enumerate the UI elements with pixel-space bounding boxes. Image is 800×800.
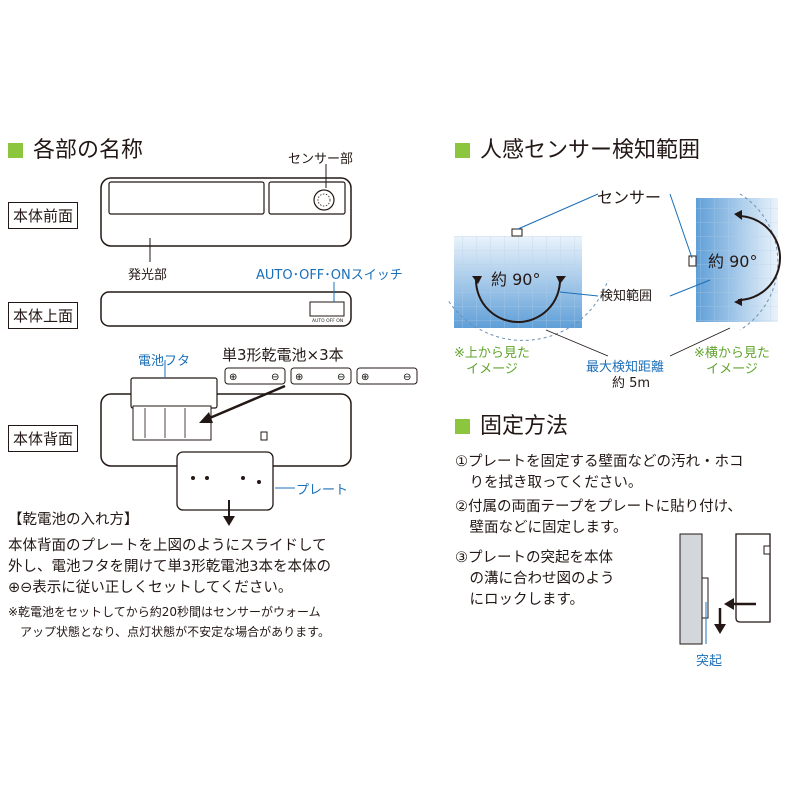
svg-text:AUTO OFF ON: AUTO OFF ON xyxy=(312,318,343,324)
svg-text:⊕: ⊕ xyxy=(295,372,303,383)
svg-text:⊕: ⊕ xyxy=(229,372,237,383)
battery-3: ⊕⊖ xyxy=(356,367,418,385)
light-pointer-line xyxy=(149,238,151,262)
battery-cover-label: 電池フタ xyxy=(138,354,191,369)
battery-notes: ※乾電池をセットしてから約20秒間はセンサーがウォーム アップ状態となり、点灯状… xyxy=(8,602,330,642)
protrusion-label: 突起 xyxy=(696,654,723,669)
top-view-drawing: AUTO OFF ON xyxy=(100,291,352,327)
battery-note: ※乾電池をセットしてから約20秒間はセンサーがウォーム xyxy=(8,605,321,619)
plate-label: プレート xyxy=(296,483,349,498)
battery-note: アップ状態となり、点灯状態が不安定な場合があります。 xyxy=(8,625,330,639)
batteries-label: 単3形乾電池×3本 xyxy=(222,346,344,364)
battery-heading: 【乾電池の入れ方】 xyxy=(8,512,139,528)
battery-1: ⊕⊖ xyxy=(224,367,286,385)
section-marker-icon xyxy=(455,419,470,434)
section-title-sensor-range: 人感センサー検知範囲 xyxy=(455,138,700,164)
switch-label: AUTO･OFF･ONスイッチ xyxy=(256,268,403,283)
side-image-note: ※横から見た イメージ xyxy=(694,346,770,377)
section-title-mounting: 固定方法 xyxy=(455,414,568,440)
section-marker-icon xyxy=(8,143,23,158)
section-title-parts: 各部の名称 xyxy=(8,138,143,164)
svg-text:⊖: ⊖ xyxy=(403,372,411,383)
back-view-label: 本体背面 xyxy=(8,425,79,452)
top-image-note: ※上から見た イメージ xyxy=(454,346,530,377)
sensor-pointer-line xyxy=(325,164,327,188)
sensor-part-label: センサー部 xyxy=(288,152,354,167)
mounting-step-3: ③プレートの突起を本体 の溝に合わせ図のよう にロックします。 xyxy=(455,550,615,608)
switch-pointer-line xyxy=(333,282,335,302)
mounting-step-1: ①プレートを固定する壁面などの汚れ・ホコ りを拭き取ってください。 xyxy=(455,454,744,491)
mounting-diagram xyxy=(679,533,771,645)
section-marker-icon xyxy=(455,143,470,158)
detect-area-label: 検知範囲 xyxy=(600,289,653,304)
angle-top-label: 約 90° xyxy=(491,270,541,289)
battery-2: ⊕⊖ xyxy=(290,367,352,385)
light-part-label: 発光部 xyxy=(128,268,168,283)
max-distance-label: 最大検知距離 xyxy=(586,360,665,375)
back-view-drawing: ⊕⊖ ⊕⊖ ⊕⊖ xyxy=(100,360,418,526)
svg-text:⊕: ⊕ xyxy=(361,372,369,383)
front-view-drawing xyxy=(100,177,352,247)
mounting-step-2: ②付属の両面テープをプレートに貼り付け、 壁面などに固定します。 xyxy=(455,499,742,536)
distance-value: 約 5m xyxy=(612,376,651,391)
top-view-label: 本体上面 xyxy=(8,302,79,329)
angle-side-label: 約 90° xyxy=(708,252,758,271)
svg-text:⊖: ⊖ xyxy=(337,372,345,383)
battery-line: 外し、電池フタを開けて単3形乾電池3本を本体の xyxy=(8,559,331,575)
battery-line: ⊕⊖表示に従い正しくセットしてください。 xyxy=(8,580,293,596)
sensor-label: センサー xyxy=(597,188,662,207)
svg-text:⊖: ⊖ xyxy=(271,372,279,383)
battery-instructions: 本体背面のプレートを上図のようにスライドして 外し、電池フタを開けて単3形乾電池… xyxy=(8,536,331,599)
sensor-range-diagram xyxy=(448,193,781,357)
battery-line: 本体背面のプレートを上図のようにスライドして xyxy=(8,538,327,554)
front-view-label: 本体前面 xyxy=(8,202,79,229)
